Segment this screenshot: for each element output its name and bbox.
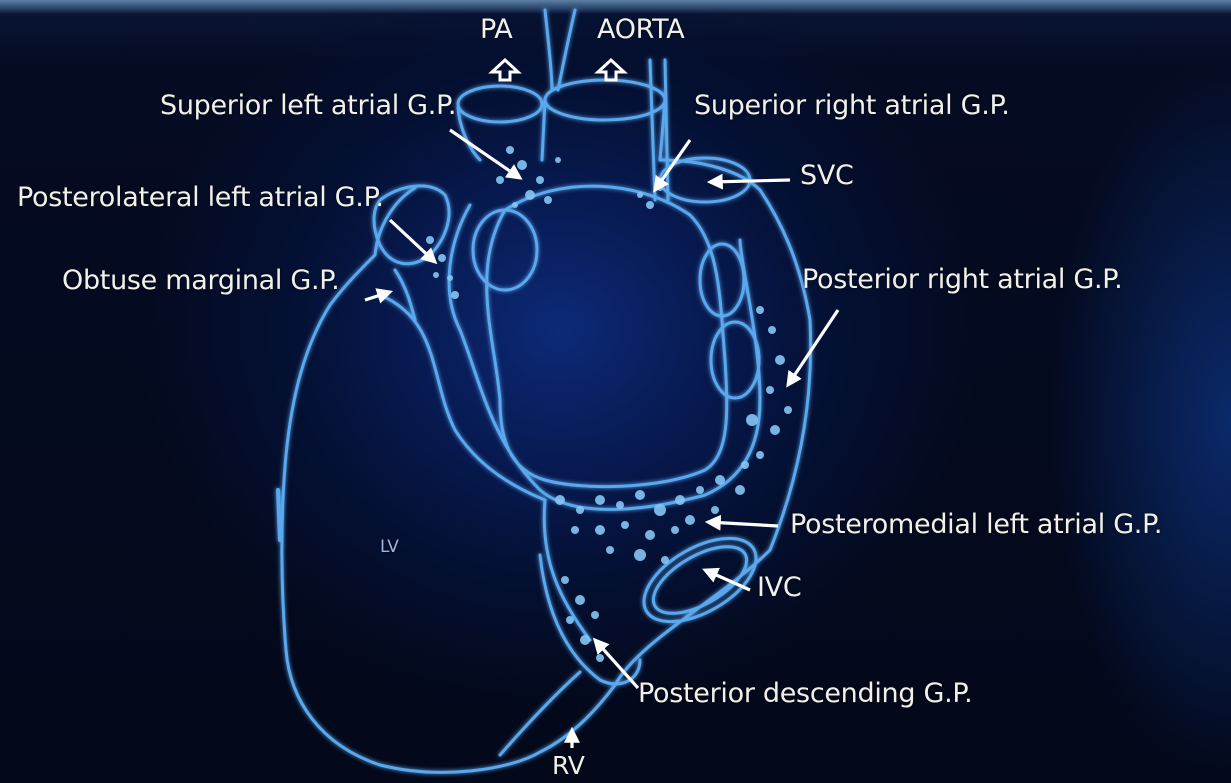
label-superior-right-atrial: Superior right atrial G.P. <box>694 90 1010 121</box>
la-appendage <box>374 186 449 264</box>
arrow-pra <box>788 310 838 385</box>
label-posterior-right-atrial: Posterior right atrial G.P. <box>802 264 1122 295</box>
label-posteromedial-left-atrial: Posteromedial left atrial G.P. <box>790 509 1162 540</box>
lv-border <box>380 295 590 640</box>
label-posterior-descending: Posterior descending G.P. <box>638 678 972 709</box>
label-aorta: AORTA <box>597 14 684 45</box>
label-pa: PA <box>480 14 512 45</box>
left-pa-ring <box>458 86 542 122</box>
aorta-left <box>542 100 545 160</box>
left-atrium-outline <box>487 186 727 486</box>
pulm-vein-left-upper <box>473 210 537 290</box>
label-rv: RV <box>552 751 585 780</box>
label-lv: LV <box>380 537 399 557</box>
aorta-top <box>545 80 665 120</box>
rv-border <box>540 555 640 684</box>
label-ivc: IVC <box>757 572 801 603</box>
arrow-pmla <box>708 522 778 526</box>
inflow-arrows <box>492 60 624 80</box>
pa-vessel <box>545 10 552 90</box>
label-superior-left-atrial: Superior left atrial G.P. <box>160 90 456 121</box>
pulm-vein-right-lower <box>711 322 759 398</box>
arrow-sla <box>450 130 520 178</box>
label-obtuse-marginal: Obtuse marginal G.P. <box>62 265 339 296</box>
arrow-svc <box>710 180 790 182</box>
svc-tube <box>650 60 655 200</box>
label-posterolateral-left-atrial: Posterolateral left atrial G.P. <box>17 182 384 213</box>
pa-vessel-2 <box>558 10 575 90</box>
label-svc: SVC <box>800 160 854 191</box>
